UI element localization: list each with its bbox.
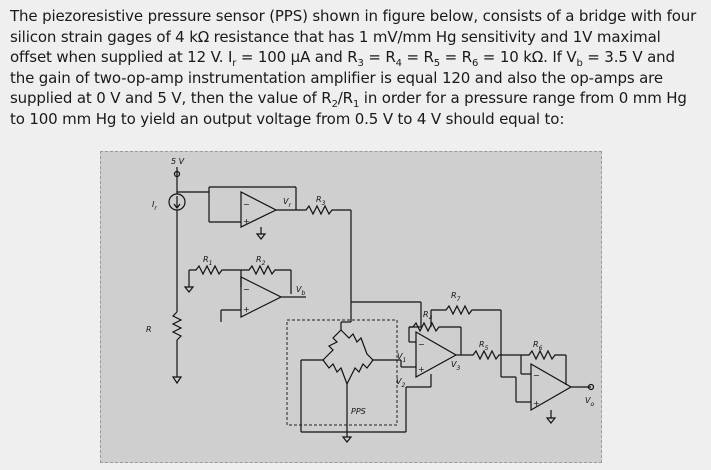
svg-text:+: + xyxy=(243,305,250,314)
resistor-r2 xyxy=(241,264,291,276)
resistor-r6 xyxy=(521,349,566,361)
r3-label: R3 xyxy=(316,195,326,207)
opamp-v3 xyxy=(415,330,458,379)
svg-text:+: + xyxy=(243,217,250,226)
output-terminal xyxy=(587,383,595,391)
svg-text:−: − xyxy=(533,371,540,380)
r1-label: R1 xyxy=(203,255,212,267)
resistor-r xyxy=(171,311,183,341)
resistor-r7 xyxy=(431,304,501,316)
resistor-r4 xyxy=(409,321,461,333)
opamp-vb xyxy=(240,276,283,318)
ir-label: Ir xyxy=(152,200,157,212)
vo-label: Vo xyxy=(585,396,594,408)
v2-label: V2 xyxy=(396,377,405,389)
svg-text:−: − xyxy=(243,285,250,294)
resistor-r3 xyxy=(296,204,351,216)
opamp-vr xyxy=(240,191,278,228)
circuit-figure: 5 V Ir R − + Vr R3 R1 xyxy=(100,151,602,463)
opamp-output xyxy=(530,362,573,412)
vr-label: Vr xyxy=(283,197,291,209)
svg-text:−: − xyxy=(418,340,425,349)
strain-gage-bridge xyxy=(322,329,374,385)
vb-label: Vb xyxy=(296,285,305,297)
pps-label: PPS xyxy=(351,407,366,416)
pps-box xyxy=(286,319,398,426)
r6-label: R6 xyxy=(533,340,543,352)
circuit-diagram: 5 V Ir R − + Vr R3 R1 xyxy=(146,157,595,443)
r7-label: R7 xyxy=(451,291,461,303)
r-label: R xyxy=(146,325,152,334)
question-text: The piezoresistive pressure sensor (PPS)… xyxy=(10,7,697,128)
v1-label: V1 xyxy=(397,352,406,364)
r5-label: R5 xyxy=(479,340,489,352)
svg-text:+: + xyxy=(418,365,425,374)
r2-label: R2 xyxy=(256,255,266,267)
svg-text:+: + xyxy=(533,399,540,408)
v3-label: V3 xyxy=(451,360,460,372)
svg-text:−: − xyxy=(243,200,250,209)
ground-symbol-left xyxy=(171,376,183,385)
resistor-r5 xyxy=(466,349,521,361)
resistor-r1 xyxy=(189,264,241,276)
supply-terminal xyxy=(173,170,181,178)
supply-label: 5 V xyxy=(171,157,185,166)
